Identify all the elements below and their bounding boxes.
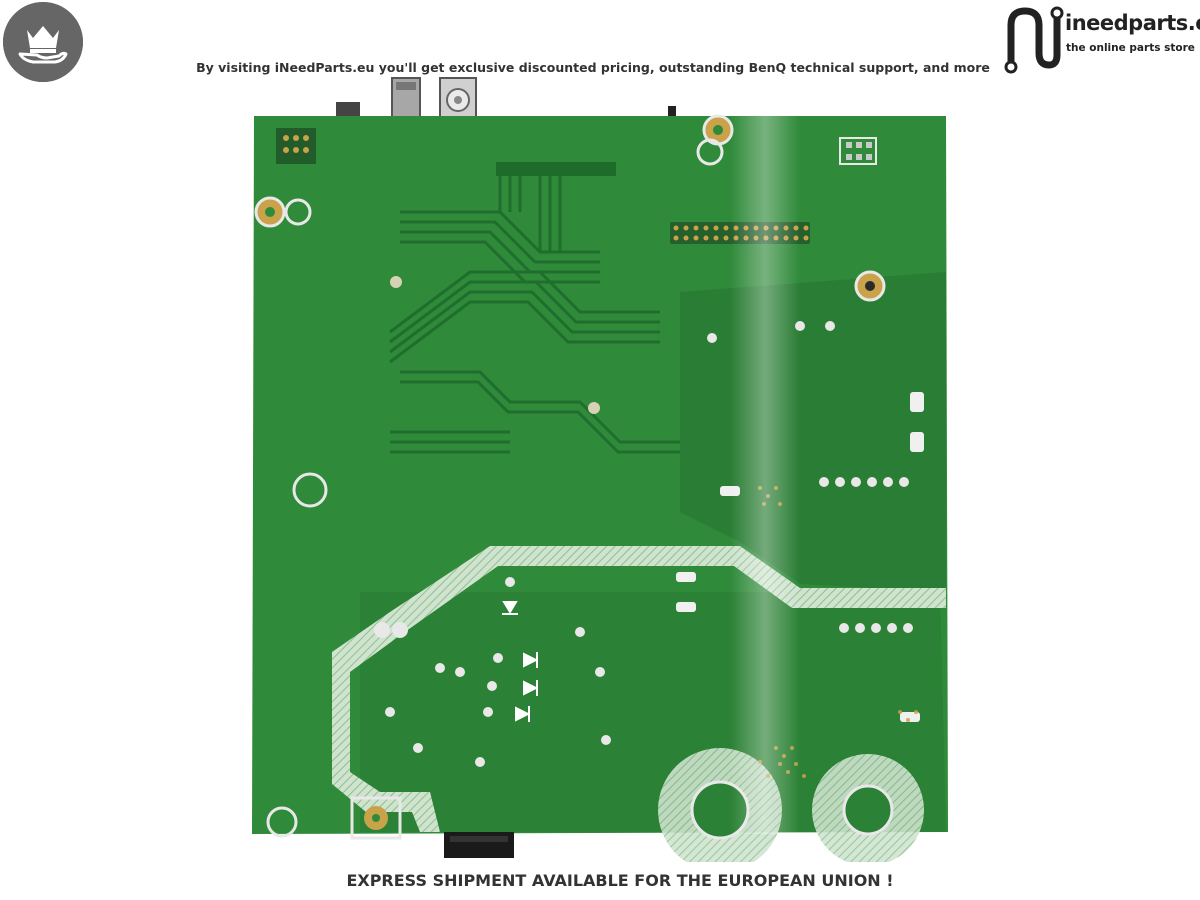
circuit-n-logo-icon <box>1004 6 1064 74</box>
power-connector <box>444 832 514 858</box>
crown-badge <box>3 2 83 82</box>
circuit-board-image <box>252 77 948 862</box>
product-photo <box>240 72 960 862</box>
brand-name: ineedparts.eu <box>1065 11 1200 35</box>
pin-header <box>496 162 616 176</box>
promo-banner: By visiting iNeedParts.eu you'll get exc… <box>196 60 990 75</box>
brand-logo[interactable]: ineedparts.eu the online parts store <box>1003 3 1200 75</box>
shipping-banner: EXPRESS SHIPMENT AVAILABLE FOR THE EUROP… <box>346 871 894 890</box>
crown-hand-icon <box>3 2 83 82</box>
brand-tagline: the online parts store <box>1066 42 1195 54</box>
